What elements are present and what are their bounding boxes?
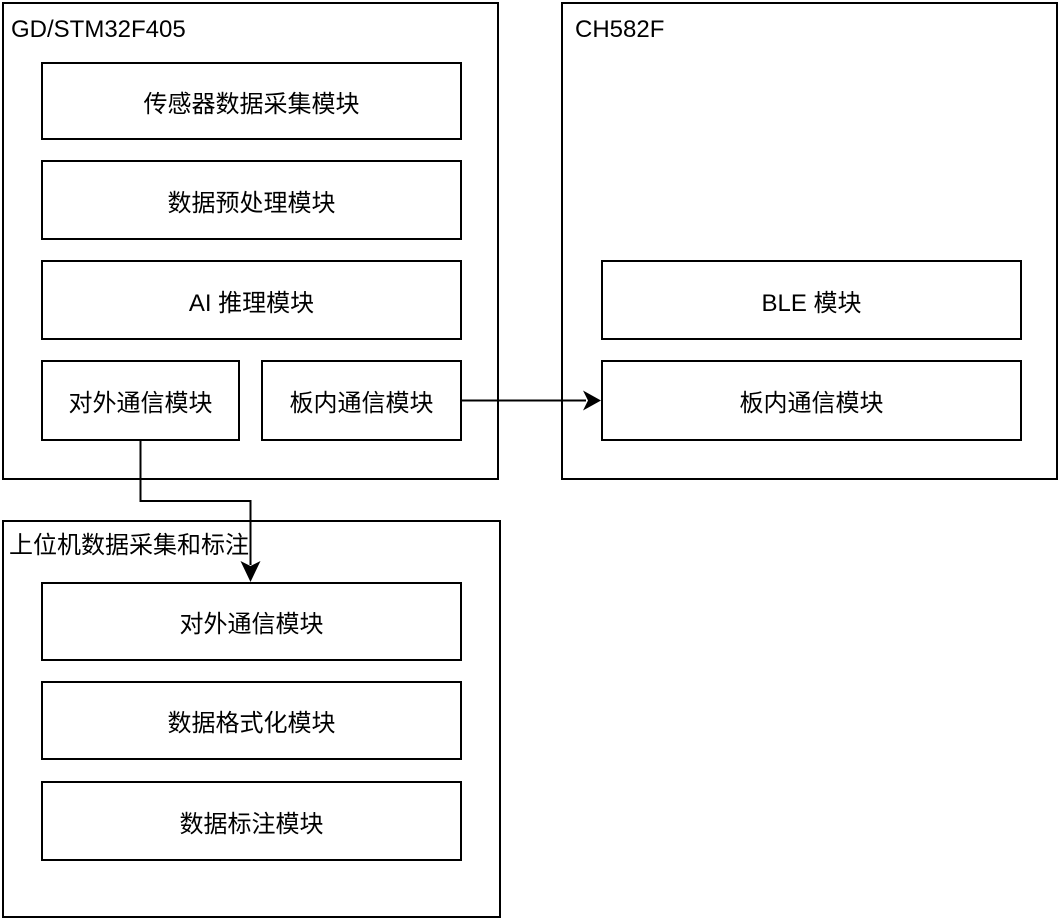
- container-host-data-collection-title: 上位机数据采集和标注: [9, 532, 249, 559]
- container-ch582f-title: CH582F: [575, 16, 665, 43]
- module-host-external-comm: 对外通信模块: [41, 582, 462, 661]
- module-data-formatting: 数据格式化模块: [41, 681, 462, 760]
- module-mcu-external-comm: 对外通信模块: [41, 360, 240, 441]
- module-ble: BLE 模块: [601, 260, 1022, 340]
- module-data-preprocessing: 数据预处理模块: [41, 160, 462, 240]
- module-ai-inference: AI 推理模块: [41, 260, 462, 340]
- module-mcu-board-comm: 板内通信模块: [261, 360, 462, 441]
- module-data-annotation: 数据标注模块: [41, 781, 462, 861]
- container-gd-stm32f405-title: GD/STM32F405: [11, 16, 186, 43]
- module-sensor-data-acquisition: 传感器数据采集模块: [41, 62, 462, 140]
- module-wireless-board-comm: 板内通信模块: [601, 360, 1022, 441]
